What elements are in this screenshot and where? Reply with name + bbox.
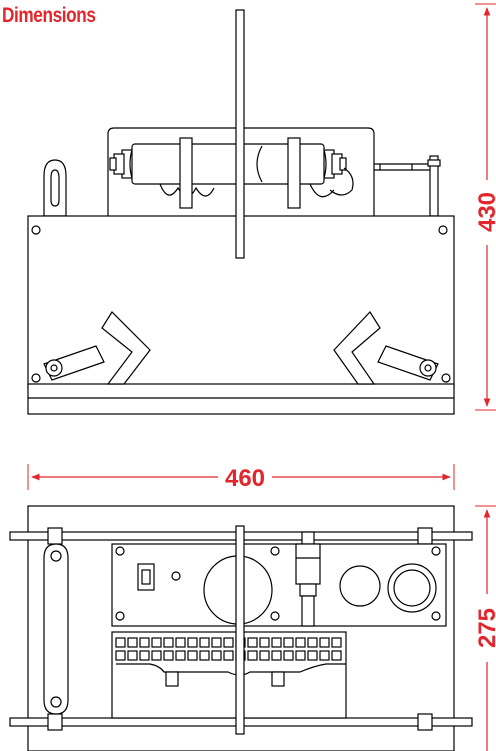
terminal-cell: [139, 637, 150, 648]
left-handle: [43, 159, 67, 217]
terminal-cell: [211, 637, 222, 648]
terminal-cell: [259, 650, 270, 661]
terminal-cell: [223, 637, 234, 648]
terminal-cell: [223, 650, 234, 661]
terminal-cell: [151, 637, 162, 648]
clamp-right: [287, 137, 301, 209]
terminal-cell: [283, 637, 294, 648]
depth-dimension: 275: [474, 505, 496, 751]
terminal-cell: [271, 650, 282, 661]
width-dimension: 460: [27, 464, 455, 492]
side-handle: [43, 543, 69, 715]
switch: [137, 563, 155, 591]
terminal-cell: [319, 650, 330, 661]
terminal-cell: [271, 637, 282, 648]
terminal-cell: [175, 637, 186, 648]
terminal-cell: [163, 637, 174, 648]
center-blade: [235, 9, 245, 259]
terminal-cell: [187, 650, 198, 661]
latch-right: [333, 311, 451, 385]
terminal-cell: [151, 650, 162, 661]
clamp-left: [179, 137, 193, 209]
terminal-cell: [187, 637, 198, 648]
terminal-cell: [127, 650, 138, 661]
terminal-strip: [111, 631, 347, 719]
width-label: 460: [225, 465, 265, 492]
height-dimension: 430: [474, 3, 496, 411]
terminal-cell: [247, 637, 258, 648]
terminal-cell: [175, 650, 186, 661]
terminal-cell: [247, 650, 258, 661]
top-view: [9, 505, 473, 751]
pivot-rod: [374, 155, 441, 217]
center-blade-top: [235, 525, 245, 735]
terminal-cell: [211, 650, 222, 661]
terminal-cell: [199, 637, 210, 648]
terminal-cell: [259, 637, 270, 648]
terminal-cell: [307, 650, 318, 661]
page-title: Dimensions: [2, 4, 96, 27]
latch-left: [31, 311, 151, 385]
terminal-cell: [331, 650, 342, 661]
terminal-cell: [295, 637, 306, 648]
terminal-cell: [295, 650, 306, 661]
base-bar: [27, 383, 455, 415]
depth-label: 275: [474, 608, 496, 648]
terminal-cell: [199, 650, 210, 661]
coax-connector: [295, 531, 321, 627]
height-label: 430: [474, 192, 496, 232]
terminal-cell: [127, 637, 138, 648]
terminal-cell: [115, 650, 126, 661]
terminal-cell: [139, 650, 150, 661]
terminal-cell: [163, 650, 174, 661]
terminal-cell: [283, 650, 294, 661]
side-view: [27, 9, 455, 415]
terminal-cell: [331, 637, 342, 648]
terminal-cell: [115, 637, 126, 648]
terminal-cell: [319, 637, 330, 648]
terminal-cell: [307, 637, 318, 648]
